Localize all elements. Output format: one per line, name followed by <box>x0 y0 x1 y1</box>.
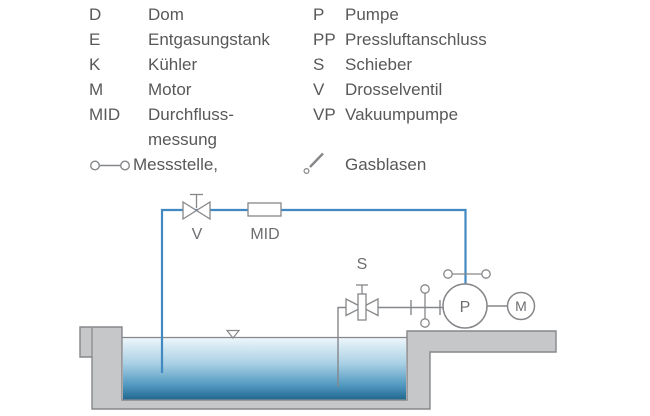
legend-row: messung <box>0 127 650 152</box>
legend-symbol-row: Messstelle, Gasblasen <box>0 152 650 177</box>
legend-term: Pumpe <box>345 5 399 24</box>
legend-abbr: K <box>89 55 101 74</box>
motor-symbol: M <box>506 291 536 321</box>
legend-term: Motor <box>148 80 192 99</box>
legend-term: Kühler <box>148 55 198 74</box>
legend-term: Durchfluss- <box>148 105 234 124</box>
legend-row: D Dom P Pumpe <box>0 2 650 27</box>
legend-abbr: V <box>313 80 325 99</box>
water-level-icon <box>225 329 241 339</box>
measuring-point-symbol <box>420 284 430 328</box>
motor-label: M <box>515 298 527 314</box>
measuring-point-icon <box>89 160 131 171</box>
gate-valve-label: S <box>357 256 368 273</box>
gas-bubble-icon <box>303 152 324 175</box>
blue-pipe <box>160 208 467 373</box>
legend-abbr: D <box>89 5 102 24</box>
pump-label: P <box>460 299 471 316</box>
flowmeter-label: MID <box>250 226 279 243</box>
legend-row: MID Durchfluss- VP Vakuumpumpe <box>0 102 650 127</box>
legend-term: Drosselventil <box>345 80 443 99</box>
legend-abbr: M <box>89 80 104 99</box>
legend-term-continuation: messung <box>148 130 217 149</box>
legend-term: Gasblasen <box>345 155 427 174</box>
measuring-point-symbol <box>443 269 491 279</box>
legend-abbr: S <box>313 55 325 74</box>
legend-abbr: E <box>89 30 101 49</box>
legend-row: M Motor V Drosselventil <box>0 77 650 102</box>
legend-term: Pressluftanschluss <box>345 30 487 49</box>
water <box>123 337 406 400</box>
gate-valve-symbol: S <box>345 256 379 321</box>
flange-ticks <box>410 300 441 315</box>
drossel-valve-symbol: V <box>182 193 211 243</box>
legend-term: Vakuumpumpe <box>345 105 459 124</box>
legend-term: Schieber <box>345 55 413 74</box>
valve-label: V <box>192 226 203 243</box>
legend-abbr: PP <box>313 30 336 49</box>
legend-term: Dom <box>148 5 184 24</box>
legend-term: Entgasungstank <box>148 30 270 49</box>
legend-abbr: MID <box>89 105 121 124</box>
legend: D Dom P Pumpe E Entgasungstank PP Pressl… <box>0 0 650 186</box>
legend-row: E Entgasungstank PP Pressluftanschluss <box>0 27 650 52</box>
pump-symbol: P <box>442 283 488 329</box>
legend-row: K Kühler S Schieber <box>0 52 650 77</box>
legend-abbr: VP <box>313 105 336 124</box>
suction-pipe <box>337 306 444 387</box>
mid-flowmeter-symbol: MID <box>247 202 282 243</box>
legend-abbr: P <box>313 5 325 24</box>
legend-term: Messstelle, <box>133 155 219 174</box>
